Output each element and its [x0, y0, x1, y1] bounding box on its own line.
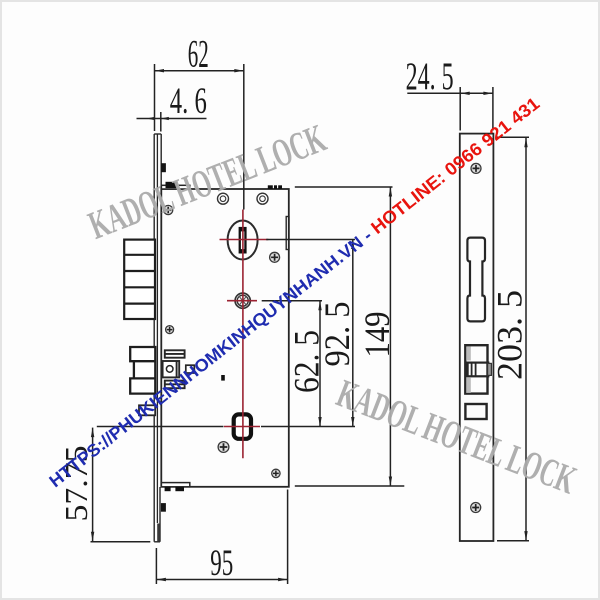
svg-text:149: 149 — [357, 312, 397, 358]
svg-text:62: 62 — [188, 32, 209, 75]
svg-text:4. 6: 4. 6 — [170, 81, 207, 122]
svg-text:95: 95 — [210, 543, 233, 584]
svg-text:203. 5: 203. 5 — [490, 290, 530, 380]
svg-text:92. 5: 92. 5 — [317, 302, 357, 367]
svg-text:24. 5: 24. 5 — [406, 55, 454, 98]
svg-text:57.75: 57.75 — [58, 446, 94, 522]
svg-text:62. 5: 62. 5 — [287, 330, 327, 393]
